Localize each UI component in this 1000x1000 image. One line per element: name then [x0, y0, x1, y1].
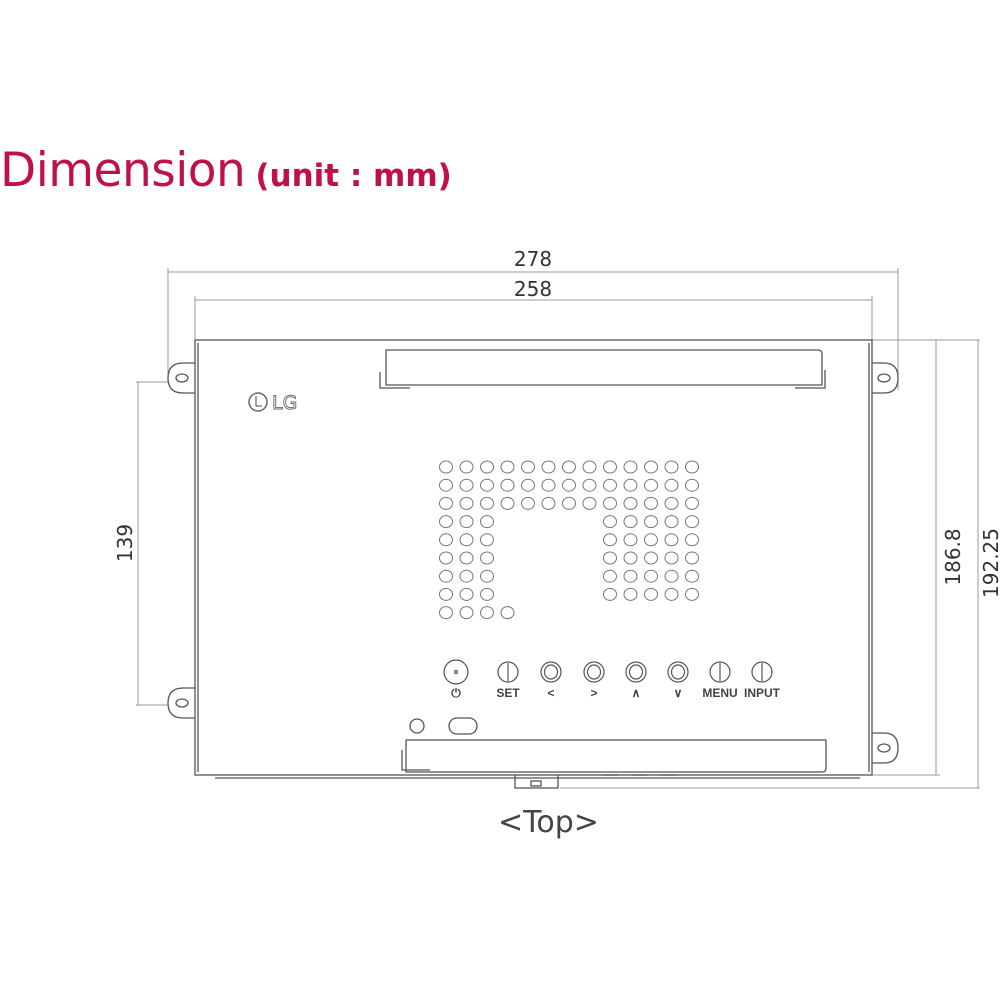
- svg-text:SET: SET: [496, 686, 520, 700]
- right-button: >: [583, 661, 605, 700]
- title-unit: (unit : mm): [255, 158, 452, 194]
- svg-text:INPUT: INPUT: [744, 686, 781, 700]
- dimension-lines: [136, 268, 980, 789]
- menu-button: MENU: [702, 661, 738, 700]
- input-button: INPUT: [744, 661, 781, 700]
- svg-text:MENU: MENU: [702, 686, 737, 700]
- control-buttons: ⏻ SET < > ∧ ∨ MENU INPUT: [443, 659, 781, 700]
- monitor-body: [167, 339, 899, 789]
- power-icon: ⏻: [443, 659, 469, 700]
- page-title: Dimension(unit : mm): [0, 143, 452, 198]
- svg-text:<: <: [547, 686, 554, 700]
- lg-logo-text: LG: [272, 392, 297, 414]
- title-main: Dimension: [0, 143, 246, 198]
- dim-overall-width: 278: [514, 247, 552, 271]
- svg-text:⏻: ⏻: [451, 686, 461, 700]
- svg-text:>: >: [590, 686, 597, 700]
- lg-logo: LG: [248, 392, 298, 414]
- left-button: <: [540, 661, 562, 700]
- dim-overall-height: 192.25: [979, 528, 1000, 598]
- dim-hole-spacing: 139: [113, 524, 137, 562]
- svg-text:∧: ∧: [632, 686, 641, 700]
- up-button: ∧: [625, 661, 647, 700]
- down-button: ∨: [667, 661, 689, 700]
- set-button: SET: [496, 661, 520, 700]
- svg-text:∨: ∨: [674, 686, 683, 700]
- dim-body-width: 258: [514, 277, 552, 301]
- view-label: <Top>: [498, 805, 599, 840]
- vent-holes: [439, 460, 699, 620]
- dim-body-height: 186.8: [941, 528, 965, 585]
